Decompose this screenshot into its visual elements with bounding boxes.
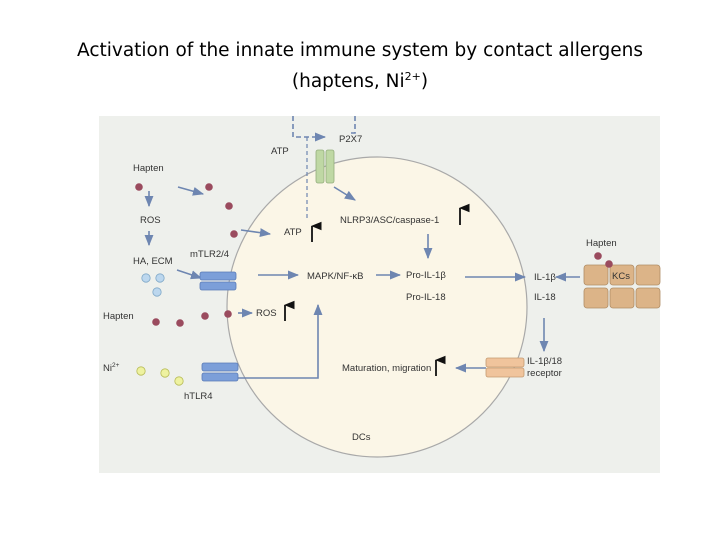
mtlr2-4-receptor (199, 271, 237, 291)
label-pro-il1b: Pro-IL-1β (406, 270, 446, 281)
label-mtlr2-4: mTLR2/4 (190, 249, 230, 260)
label-atp-inner: ATP (284, 227, 302, 238)
atp-dashed-arrow (292, 116, 327, 142)
label-nickel: Ni2+ (103, 362, 120, 375)
label-dcs: DCs (352, 432, 371, 443)
ha-ecm-molecules (141, 273, 165, 297)
label-il18: IL-18 (534, 292, 556, 303)
label-ha-ecm: HA, ECM (133, 256, 173, 267)
label-mapk: MAPK/NF-κB (307, 271, 364, 282)
label-hapten-1: Hapten (133, 163, 164, 174)
label-p2x7: P2X7 (339, 134, 363, 145)
title-line-1: Activation of the innate immune system b… (76, 40, 643, 61)
slide-title: Activation of the innate immune system b… (0, 38, 720, 95)
label-receptor-line-1: IL-1β/18 (527, 356, 563, 367)
pathway-arrows (144, 186, 580, 379)
label-hapten-right: Hapten (586, 238, 617, 249)
label-receptor-line-2: receptor (527, 368, 562, 379)
atp-dashed-line (349, 116, 356, 134)
label-ros-left: ROS (140, 215, 161, 226)
label-maturation: Maturation, migration (342, 363, 432, 374)
label-atp-top: ATP (271, 146, 289, 157)
label-il1b: IL-1β (534, 272, 556, 283)
title-line-2: (haptens, Ni2+) (291, 70, 429, 93)
label-hapten-2: Hapten (103, 311, 134, 322)
nickel-ions (136, 366, 184, 386)
label-kcs: KCs (612, 271, 630, 282)
upregulation-arrows (283, 203, 470, 376)
hapten-molecules (135, 183, 613, 327)
label-ros-inner: ROS (256, 308, 277, 319)
p2x7-channel (315, 149, 335, 184)
label-htlr4: hTLR4 (184, 391, 213, 402)
label-nlrp3: NLRP3/ASC/caspase-1 (340, 215, 440, 226)
il1b-18-receptor (485, 357, 525, 378)
keratinocytes (583, 264, 661, 309)
label-pro-il18: Pro-IL-18 (406, 292, 446, 303)
dendritic-cell (226, 156, 528, 458)
htlr4-receptor (201, 362, 239, 382)
